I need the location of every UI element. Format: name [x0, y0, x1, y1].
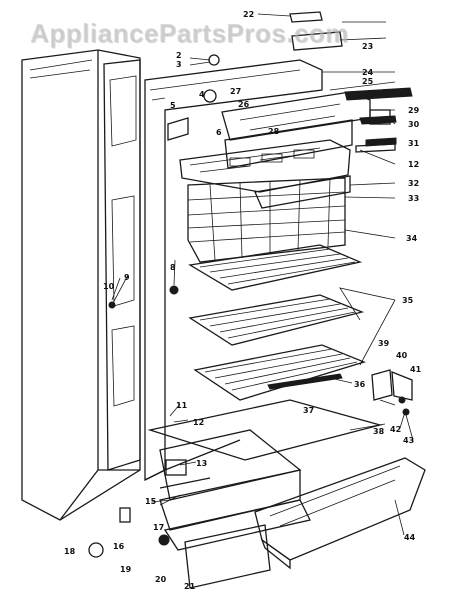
callout-42: 42 — [390, 425, 401, 434]
callout-27: 27 — [230, 87, 241, 96]
callout-4: 4 — [199, 90, 205, 99]
callout-17: 17 — [153, 523, 164, 532]
callout-24: 24 — [362, 68, 374, 77]
top-shelf-ice-tray — [179, 139, 351, 209]
callout-6: 6 — [216, 128, 222, 137]
callout-9: 9 — [124, 273, 130, 282]
callout-30: 30 — [408, 120, 420, 129]
wire-shelf-2 — [188, 294, 365, 346]
callout-44: 44 — [404, 533, 416, 542]
callout-23: 23 — [362, 42, 373, 51]
callout-33: 33 — [408, 194, 419, 203]
callout-16: 16 — [113, 542, 125, 551]
callout-19: 19 — [120, 565, 132, 574]
callout-18: 18 — [64, 547, 76, 556]
hinge-bracket — [371, 369, 413, 416]
callout-10: 10 — [103, 282, 115, 291]
callout-26: 26 — [238, 100, 250, 109]
callout-22: 22 — [243, 10, 254, 19]
callout-41: 41 — [410, 365, 422, 374]
callout-37: 37 — [303, 406, 314, 415]
callout-2: 2 — [176, 51, 182, 60]
callout-12: 12 — [193, 418, 204, 427]
callout-labels: 2 3 4 5 6 8 9 10 11 12 13 15 16 17 18 19… — [64, 10, 422, 591]
control-panel — [221, 87, 413, 169]
wire-shelf-3 — [193, 344, 366, 401]
callout-25: 25 — [362, 77, 374, 86]
callout-8: 8 — [170, 263, 176, 272]
callout-35: 35 — [402, 296, 414, 305]
callout-5: 5 — [170, 101, 176, 110]
callout-12b: 12 — [408, 160, 419, 169]
callout-28: 28 — [268, 127, 280, 136]
crisper-drawer — [254, 457, 426, 570]
callout-38: 38 — [373, 427, 385, 436]
callout-31: 31 — [408, 139, 420, 148]
callout-39: 39 — [378, 339, 390, 348]
callout-32: 32 — [408, 179, 419, 188]
callout-40: 40 — [396, 351, 408, 360]
leader-lines — [111, 13, 414, 536]
freezer-basket — [187, 177, 346, 263]
callout-13: 13 — [196, 459, 207, 468]
callout-34: 34 — [406, 234, 418, 243]
callout-20: 20 — [155, 575, 167, 584]
callout-15: 15 — [145, 497, 157, 506]
cabinet-shell — [21, 49, 141, 521]
callout-43: 43 — [403, 436, 414, 445]
wire-shelf-1 — [188, 244, 363, 291]
callout-29: 29 — [408, 106, 420, 115]
misc-hardware — [88, 11, 343, 558]
callout-36: 36 — [354, 380, 366, 389]
callout-3: 3 — [176, 60, 182, 69]
callout-11: 11 — [176, 401, 188, 410]
callout-21: 21 — [184, 582, 196, 591]
base-section — [147, 373, 383, 589]
